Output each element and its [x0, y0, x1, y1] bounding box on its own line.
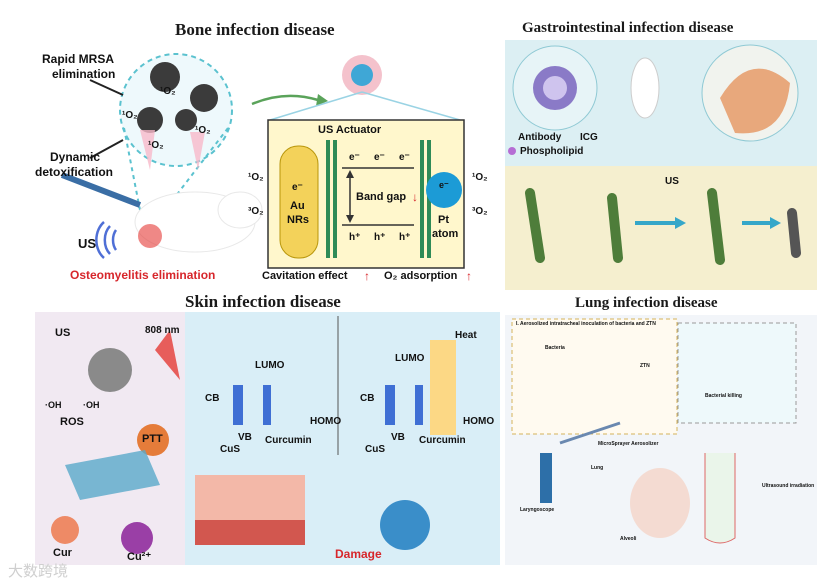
left-o2-triplet: ³O₂: [248, 206, 264, 217]
bone-title: Bone infection disease: [175, 20, 335, 39]
pt-label: Pt: [438, 214, 449, 226]
rapid-mrsa-label: Rapid MRSA: [42, 52, 114, 66]
us-label: US: [78, 236, 97, 251]
o2-singlet-4: ¹O₂: [195, 125, 211, 136]
pt-electron: e⁻: [439, 180, 449, 190]
cus-label-2: CuS: [365, 444, 385, 455]
atom-label: atom: [432, 228, 459, 240]
band-gap-down-arrow: ↓: [412, 190, 418, 204]
phospholipid-label: Phospholipid: [520, 146, 584, 157]
au-electron: e⁻: [292, 182, 303, 193]
cavitation-up-arrow: ↑: [364, 269, 370, 283]
au-label: Au: [290, 200, 305, 212]
lumo-label-2: LUMO: [395, 353, 425, 364]
o2-singlet-1: ¹O₂: [160, 86, 176, 97]
adsorption-up-arrow: ↑: [466, 269, 472, 283]
o2-singlet-3: ¹O₂: [148, 140, 164, 151]
dynamic-label: Dynamic: [50, 150, 101, 164]
cb-label-2: CB: [360, 393, 375, 404]
detoxification-label: detoxification: [35, 165, 114, 179]
electron-2: e⁻: [374, 152, 385, 163]
alveoli-label: Alveoli: [620, 536, 637, 542]
damage-label: Damage: [335, 547, 382, 561]
homo-label-1: HOMO: [310, 416, 342, 427]
lung-infection-panel: Lung infection disease I. Aerosolized in…: [500, 293, 822, 565]
curcumin-label-2: Curcumin: [419, 435, 466, 446]
band-gap-label: Band gap: [356, 191, 407, 203]
electron-1: e⁻: [349, 152, 360, 163]
laryngoscope-label: Laryngoscope: [520, 507, 555, 513]
hole-1: h⁺: [349, 232, 361, 243]
lung-label: Lung: [591, 465, 604, 471]
left-o2-singlet: ¹O₂: [248, 172, 264, 183]
gi-us-label: US: [665, 176, 679, 187]
right-o2-triplet: ³O₂: [472, 206, 488, 217]
lumo-label-1: LUMO: [255, 360, 285, 371]
lung-step-label: I. Aerosolized intratracheal inoculation…: [516, 321, 656, 327]
bacteria-label: Bacteria: [545, 345, 565, 351]
cur-label: Cur: [53, 547, 72, 559]
hole-3: h⁺: [399, 232, 411, 243]
gi-title: Gastrointestinal infection disease: [522, 20, 734, 36]
cu-label: Cu²⁺: [127, 551, 152, 563]
watermark-text: 大数跨境: [8, 562, 69, 580]
homo-label-2: HOMO: [463, 416, 495, 427]
curcumin-label-1: Curcumin: [265, 435, 312, 446]
adsorption-label: O₂ adsorption: [384, 270, 458, 282]
vb-label-2: VB: [391, 432, 405, 443]
vb-label-1: VB: [238, 432, 252, 443]
hole-2: h⁺: [374, 232, 386, 243]
ztn-label: ZTN: [640, 363, 650, 369]
skin-illustration: [35, 312, 500, 565]
bone-infection-panel: Bone infection disease: [0, 0, 500, 295]
oh-label-2: ·OH: [83, 400, 100, 410]
killing-label: Bacterial killing: [705, 393, 742, 399]
lung-title: Lung infection disease: [575, 295, 718, 311]
cus-label-1: CuS: [220, 444, 240, 455]
right-o2-singlet: ¹O₂: [472, 172, 488, 183]
oh-label-1: ·OH: [45, 400, 62, 410]
antibody-label: Antibody: [518, 132, 562, 143]
skin-us-label: US: [55, 327, 71, 339]
skin-808-label: 808 nm: [145, 325, 180, 336]
elimination-label: elimination: [52, 67, 116, 81]
electron-3: e⁻: [399, 152, 410, 163]
icg-label: ICG: [580, 132, 598, 143]
ros-label: ROS: [60, 416, 84, 428]
ultrasound-label: Ultrasound irradiation: [762, 483, 815, 489]
gi-infection-panel: Gastrointestinal infection disease Antib…: [500, 8, 822, 293]
gi-illustration: [505, 40, 817, 290]
skin-infection-panel: Skin infection disease US 808 nm ROS ·OH…: [35, 290, 500, 565]
us-actuator-label: US Actuator: [318, 124, 382, 136]
bone-illustration: [60, 53, 465, 269]
ptt-label: PTT: [142, 433, 163, 445]
cavitation-label: Cavitation effect: [262, 270, 348, 282]
nrs-label: NRs: [287, 214, 310, 226]
osteomyelitis-label: Osteomyelitis elimination: [70, 268, 216, 282]
cb-label-1: CB: [205, 393, 220, 404]
heat-label: Heat: [455, 330, 477, 341]
lung-illustration: [505, 315, 817, 565]
skin-title: Skin infection disease: [185, 292, 341, 311]
o2-singlet-2: ¹O₂: [122, 110, 138, 121]
aerosolizer-label: MicroSprayer Aerosolizer: [598, 441, 659, 447]
